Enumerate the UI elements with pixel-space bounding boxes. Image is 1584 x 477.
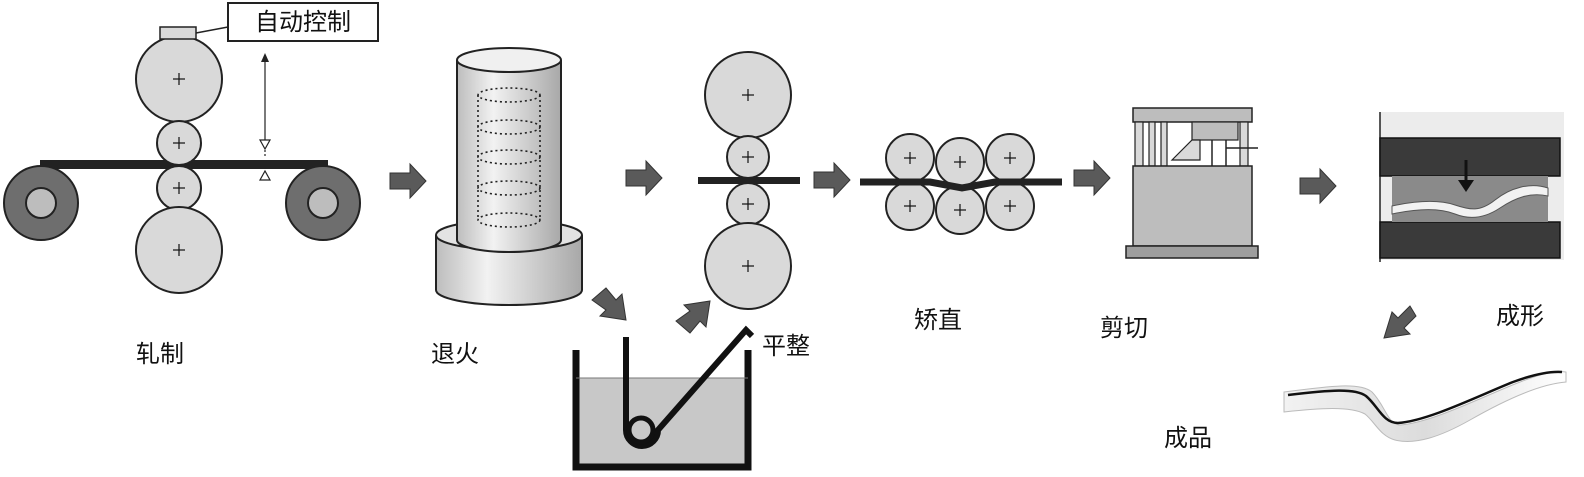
- arrow-right-icon: [813, 161, 851, 199]
- tank-strip: [623, 325, 755, 449]
- shear-press-icon: [1125, 107, 1259, 259]
- tank-roll-icon: [626, 415, 656, 445]
- pickling-tank: [572, 325, 755, 471]
- left-coil-icon: [3, 165, 79, 241]
- straightening-strip: [860, 178, 1062, 192]
- leveling-top-backup-roll-icon: [704, 51, 792, 139]
- annealing-label: 退火: [431, 340, 479, 368]
- rolling-stage: 自动控制 轧制: [3, 2, 379, 368]
- product-stage: 成品: [1164, 370, 1567, 452]
- leveling-label: 平整: [762, 332, 810, 360]
- arrow-right-icon: [1073, 159, 1111, 197]
- sensor-icon: [159, 26, 197, 40]
- straightening-stage: 矫直: [860, 133, 1062, 334]
- bottom-work-roll-icon: [156, 165, 202, 211]
- leveling-bottom-work-roll-icon: [726, 182, 770, 226]
- leveling-bottom-backup-roll-icon: [704, 222, 792, 310]
- top-work-roll-icon: [156, 120, 202, 166]
- straightening-label: 矫直: [914, 306, 962, 334]
- sensor-line: [195, 26, 229, 34]
- auto-control-label: 自动控制: [255, 8, 351, 36]
- straightener-bottom-rolls-icon: [885, 181, 1035, 235]
- arrow-down-left-icon: [1383, 305, 1417, 339]
- arrow-right-icon: [1299, 167, 1337, 205]
- straightener-top-rolls-icon: [885, 133, 1035, 187]
- product-label: 成品: [1164, 424, 1212, 452]
- thickness-gauge-icon: [258, 53, 272, 181]
- auto-control-box: [227, 2, 379, 42]
- forming-label: 成形: [1496, 302, 1544, 330]
- arrow-down-right-icon: [591, 287, 627, 321]
- furnace-cover-icon: [456, 47, 562, 253]
- arrow-up-right-icon: [675, 300, 711, 334]
- bottom-backup-roll-icon: [135, 206, 223, 294]
- arrow-right-icon: [625, 159, 663, 197]
- tank-walls: [572, 350, 752, 471]
- shearing-label: 剪切: [1100, 314, 1148, 342]
- top-backup-roll-icon: [135, 35, 223, 123]
- forming-press-icon: [1379, 112, 1564, 262]
- rolling-label: 轧制: [136, 340, 184, 368]
- right-coil-icon: [285, 165, 361, 241]
- leveling-stage: 平整: [698, 51, 810, 360]
- forming-stage: 成形: [1379, 112, 1564, 330]
- arrow-right-icon: [389, 162, 427, 200]
- product-part-icon: [1283, 371, 1567, 442]
- annealing-stage: 退火: [431, 47, 583, 368]
- leveling-strip: [698, 177, 800, 184]
- shearing-stage: 剪切: [1100, 107, 1259, 342]
- leveling-top-work-roll-icon: [726, 135, 770, 179]
